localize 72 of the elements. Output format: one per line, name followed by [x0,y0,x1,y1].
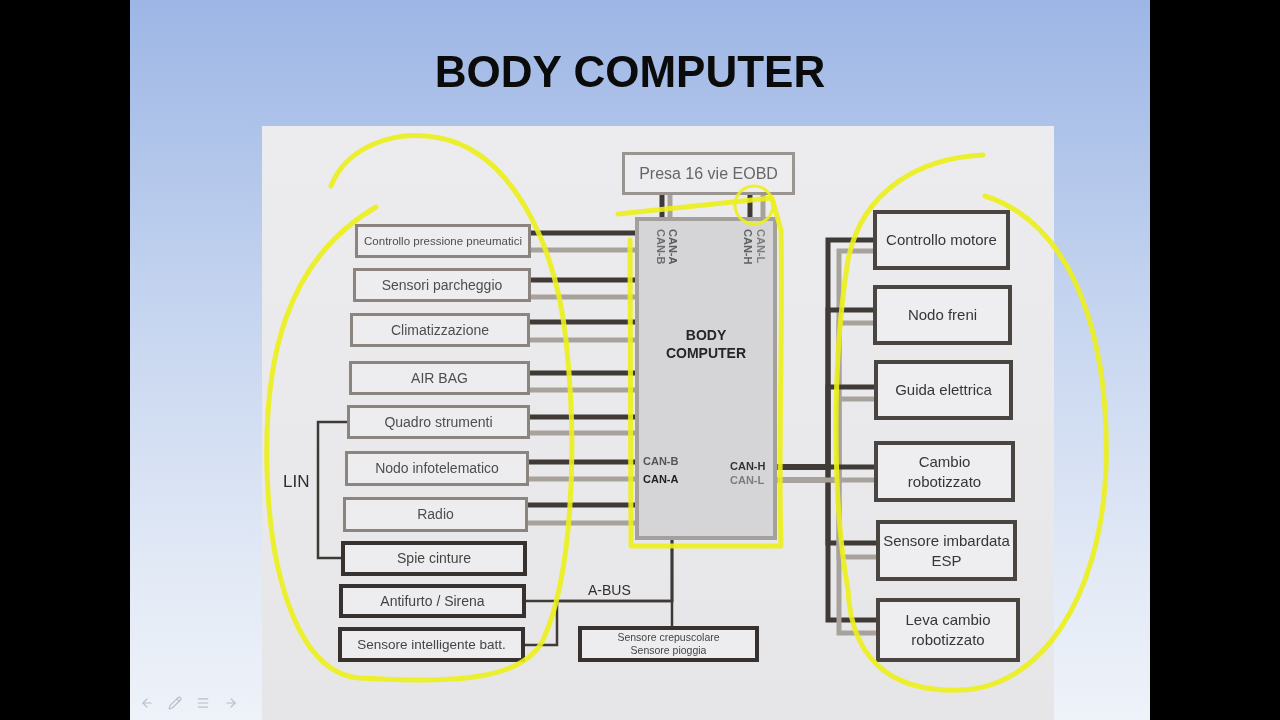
box-label: AIR BAG [411,369,468,387]
pin-label: CAN-L [755,229,766,264]
wire-line [670,540,674,626]
box-label: Nodo freni [907,305,978,325]
bus-label: LIN [283,472,310,491]
bus-line [530,430,635,436]
bus-line [529,459,635,465]
unit-label: BODY COMPUTER [664,326,748,362]
box-label: Leva cambio robotizzato [904,610,992,650]
module-box [345,451,529,486]
bus-line [777,464,876,623]
bus-line [531,277,635,283]
bus-line [530,414,635,420]
box-label: Sensore crepuscolare [617,631,720,644]
bus-line [530,319,635,325]
box-label: Antifurto / Sirena [380,592,485,610]
module-box [343,497,528,532]
box-label: Presa 16 vie EOBD [639,163,778,184]
module-box [874,360,1013,420]
module-box [338,627,525,662]
module-box [339,584,526,618]
bus-line [530,387,635,393]
bus-line [529,476,635,482]
box-label: Guida elettrica [895,380,992,400]
box-label: Quadro strumenti [384,413,493,431]
bus-line [531,230,635,236]
module-box [349,361,530,395]
sensor-box [578,626,759,662]
module-box [876,598,1020,662]
pin-label: CAN-B [643,455,679,468]
pin-label: CAN-H [730,460,766,473]
module-box [350,313,530,347]
module-box [873,285,1012,345]
module-box [873,210,1010,270]
box-label: Sensore intelligente batt. [357,636,506,653]
box-label: Sensore pioggia [630,644,707,657]
bus-line [530,370,635,376]
connector-box [622,152,795,195]
slide-title: BODY COMPUTER [433,46,827,98]
module-box [874,441,1015,502]
module-box [876,520,1017,581]
pin-label: CAN-L [730,474,765,487]
pin-label: CAN-B [655,229,666,265]
box-label: Sensore imbardata ESP [883,530,1010,571]
control-unit-box [635,217,777,540]
box-label: Nodo infotelematico [375,460,499,477]
module-box [353,268,531,302]
bus-line [659,195,665,217]
bus-line [531,247,635,253]
bus-line [747,195,753,217]
box-label: Sensori parcheggio [381,276,503,294]
bus-line [667,195,673,217]
pin-label: CAN-A [667,229,678,265]
bus-label: A-BUS [588,582,631,598]
bus-line [531,294,635,300]
box-label: Radio [417,506,454,523]
box-label: Controllo motore [886,230,997,250]
module-box [341,541,527,576]
pin-label: CAN-A [643,473,679,486]
bus-line [528,520,635,526]
box-label: Cambio robotizzato [906,451,983,492]
box-label: Spie cinture [397,550,471,567]
bus-line [777,477,876,636]
wire-line [316,420,347,560]
bus-line [528,502,635,508]
module-box [347,405,530,439]
pin-label: CAN-H [742,229,753,265]
bus-line [530,337,635,343]
module-box [355,224,531,258]
box-label: Controllo pressione pneumatici [364,234,522,248]
box-label: Climatizzazione [390,321,489,339]
bus-line [760,195,766,217]
